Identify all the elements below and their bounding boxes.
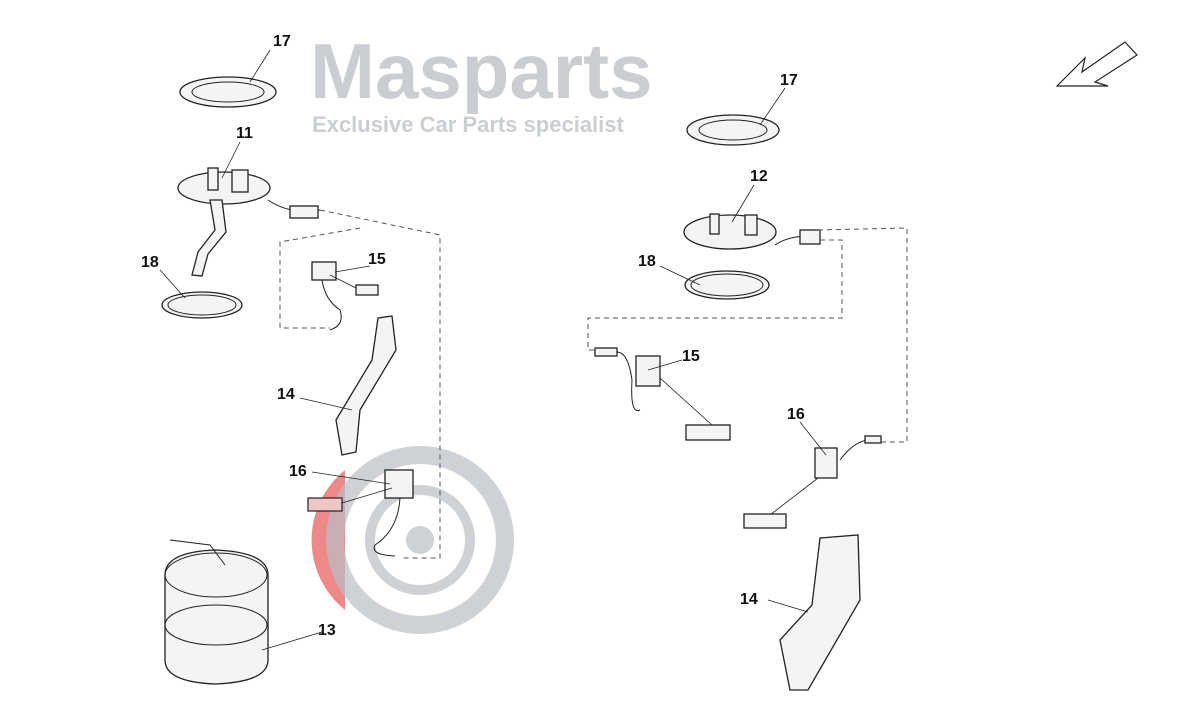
callout-11[interactable]: 11 bbox=[236, 125, 253, 142]
part-12-pump-flange bbox=[683, 213, 821, 250]
part-14-right-bracket bbox=[779, 534, 861, 691]
connection-line bbox=[279, 227, 361, 329]
part-15-right-level-sender bbox=[594, 347, 731, 441]
callout-14[interactable]: 14 bbox=[277, 386, 295, 403]
part-13-fuel-pump bbox=[164, 539, 269, 685]
callout-15[interactable]: 15 bbox=[368, 251, 386, 268]
part-17-right-retaining-ring bbox=[686, 114, 780, 146]
callout-18[interactable]: 18 bbox=[638, 253, 656, 270]
watermark-tagline: Exclusive Car Parts specialist bbox=[312, 112, 625, 137]
part-16-right-level-sender bbox=[743, 435, 882, 529]
watermark-brand: Masparts bbox=[310, 27, 652, 115]
part-15-left-level-sender bbox=[311, 261, 379, 331]
callout-16[interactable]: 16 bbox=[787, 406, 805, 423]
callout-18[interactable]: 18 bbox=[141, 254, 159, 271]
callout-17[interactable]: 17 bbox=[273, 33, 291, 50]
right-assembly: 17 12 18 15 16 14 bbox=[587, 72, 908, 691]
part-14-left-bracket bbox=[335, 315, 397, 456]
callout-14[interactable]: 14 bbox=[740, 591, 758, 608]
part-17-left-retaining-ring bbox=[179, 76, 277, 108]
callout-12[interactable]: 12 bbox=[750, 168, 768, 185]
connection-line bbox=[817, 227, 908, 443]
connection-line bbox=[587, 239, 843, 351]
watermark: Masparts Exclusive Car Parts specialist bbox=[310, 27, 652, 634]
part-18-right-seal bbox=[684, 270, 770, 300]
part-11-pump-flange bbox=[177, 167, 321, 277]
callout-16[interactable]: 16 bbox=[289, 463, 307, 480]
callout-13[interactable]: 13 bbox=[318, 622, 336, 639]
callout-15[interactable]: 15 bbox=[682, 348, 700, 365]
left-assembly: 17 11 18 15 14 16 13 bbox=[141, 33, 441, 685]
part-18-left-seal bbox=[161, 291, 243, 319]
arrow-down-left-icon bbox=[1055, 41, 1138, 87]
callout-17[interactable]: 17 bbox=[780, 72, 798, 89]
